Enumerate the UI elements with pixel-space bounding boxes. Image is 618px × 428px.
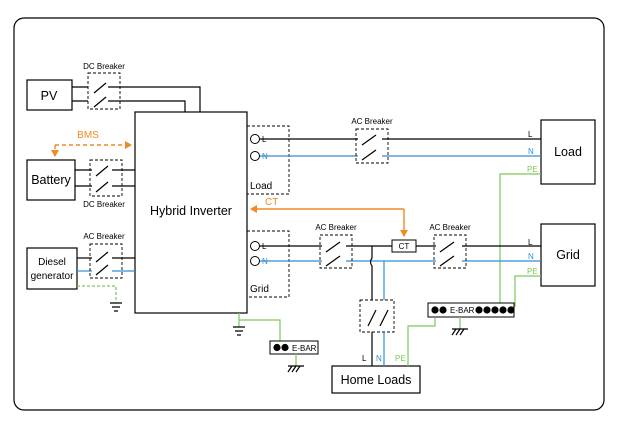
ac-breaker-grid-left-box xyxy=(319,234,353,269)
bms-label: BMS xyxy=(77,130,99,141)
outer-frame xyxy=(13,17,605,411)
ac-breaker-load-switch xyxy=(361,134,377,161)
dc-breaker-top-label: DC Breaker xyxy=(83,62,125,71)
load-N-label: N xyxy=(528,147,534,156)
load-terminal-block xyxy=(246,125,290,195)
ac-breaker-diesel-box xyxy=(89,243,123,279)
inverter-to-ebar xyxy=(239,319,281,341)
ac-breaker-diesel-switch xyxy=(95,251,109,276)
grid-port-label: Grid xyxy=(250,284,269,295)
home-earth xyxy=(407,318,436,366)
load-port-label: Load xyxy=(250,181,272,192)
ac-breaker-grid-left-switch xyxy=(325,241,341,267)
ac-breaker-grid-left-label: AC Breaker xyxy=(315,223,357,232)
pv-wires-right xyxy=(108,86,201,112)
ebar-left: E-BAR xyxy=(269,340,319,355)
load-terminal-N xyxy=(250,151,260,161)
battery-block: Battery xyxy=(26,159,76,201)
load-block: Load xyxy=(540,119,596,185)
pv-wires-left xyxy=(72,86,88,102)
dc-breaker-top-switch xyxy=(93,82,107,108)
load-PE-label: PE xyxy=(527,165,538,174)
grid-terminal-N xyxy=(250,256,260,266)
dc-breaker-bottom-switch xyxy=(95,165,109,193)
diesel-label-line1: Diesel xyxy=(38,257,66,268)
dc-breaker-top-box xyxy=(87,72,121,110)
load-terminal-L xyxy=(250,134,260,144)
grid-terminal-block xyxy=(246,230,290,298)
ct-signal-label: CT xyxy=(265,197,278,208)
hybrid-inverter-block: Hybrid Inverter xyxy=(134,111,248,314)
grid-label: Grid xyxy=(556,248,580,262)
battery-wires-left xyxy=(75,169,92,187)
grid-N-label: N xyxy=(528,252,534,261)
pv-block: PV xyxy=(26,79,73,111)
ac-breaker-grid-right-label: AC Breaker xyxy=(429,223,471,232)
diesel-label-line2: generator xyxy=(31,271,74,282)
ebar-right: E-BAR xyxy=(427,302,515,318)
ebar-right-label: E-BAR xyxy=(450,306,475,315)
home-PE-label: PE xyxy=(395,354,406,363)
diesel-earth xyxy=(77,285,117,303)
grid-block: Grid xyxy=(540,223,596,287)
grid-earth xyxy=(514,275,541,307)
battery-wires-right xyxy=(112,169,135,187)
home-N-label: N xyxy=(376,354,382,363)
diesel-generator-block: Diesel generator xyxy=(26,247,78,290)
ct-sensor xyxy=(391,239,417,253)
ac-breaker-diesel-label: AC Breaker xyxy=(83,232,125,241)
grid-terminal-L xyxy=(250,241,260,251)
pv-label: PV xyxy=(41,89,58,103)
load-earth xyxy=(499,173,541,307)
battery-label: Battery xyxy=(31,173,71,187)
ac-breaker-grid-right-box xyxy=(433,234,467,269)
ebar-left-label: E-BAR xyxy=(292,344,317,353)
ac-breaker-load-box xyxy=(355,128,389,164)
home-breaker-box xyxy=(359,299,395,333)
inverter-label: Hybrid Inverter xyxy=(150,204,232,218)
diesel-ground-icon xyxy=(110,302,122,312)
ac-breaker-load-label: AC Breaker xyxy=(351,117,393,126)
load-L-label: L xyxy=(528,130,533,139)
dc-breaker-bottom-box xyxy=(89,159,123,197)
home-branch-L xyxy=(369,246,373,300)
dc-breaker-bottom-label: DC Breaker xyxy=(83,200,125,209)
ebar-right-ground-icon xyxy=(451,328,468,336)
home-breaker-switch xyxy=(367,309,389,327)
load-label: Load xyxy=(554,145,582,159)
home-loads-block: Home Loads xyxy=(331,365,421,394)
home-loads-label: Home Loads xyxy=(341,373,412,387)
ct-sensor-label: CT xyxy=(399,242,410,251)
inverter-ground-icon xyxy=(233,326,245,336)
grid-PE-label: PE xyxy=(527,267,538,276)
ac-breaker-grid-right-switch xyxy=(439,241,455,267)
grid-L-label: L xyxy=(528,238,533,247)
ebar-left-ground-icon xyxy=(287,365,304,373)
home-L-label: L xyxy=(362,354,367,363)
